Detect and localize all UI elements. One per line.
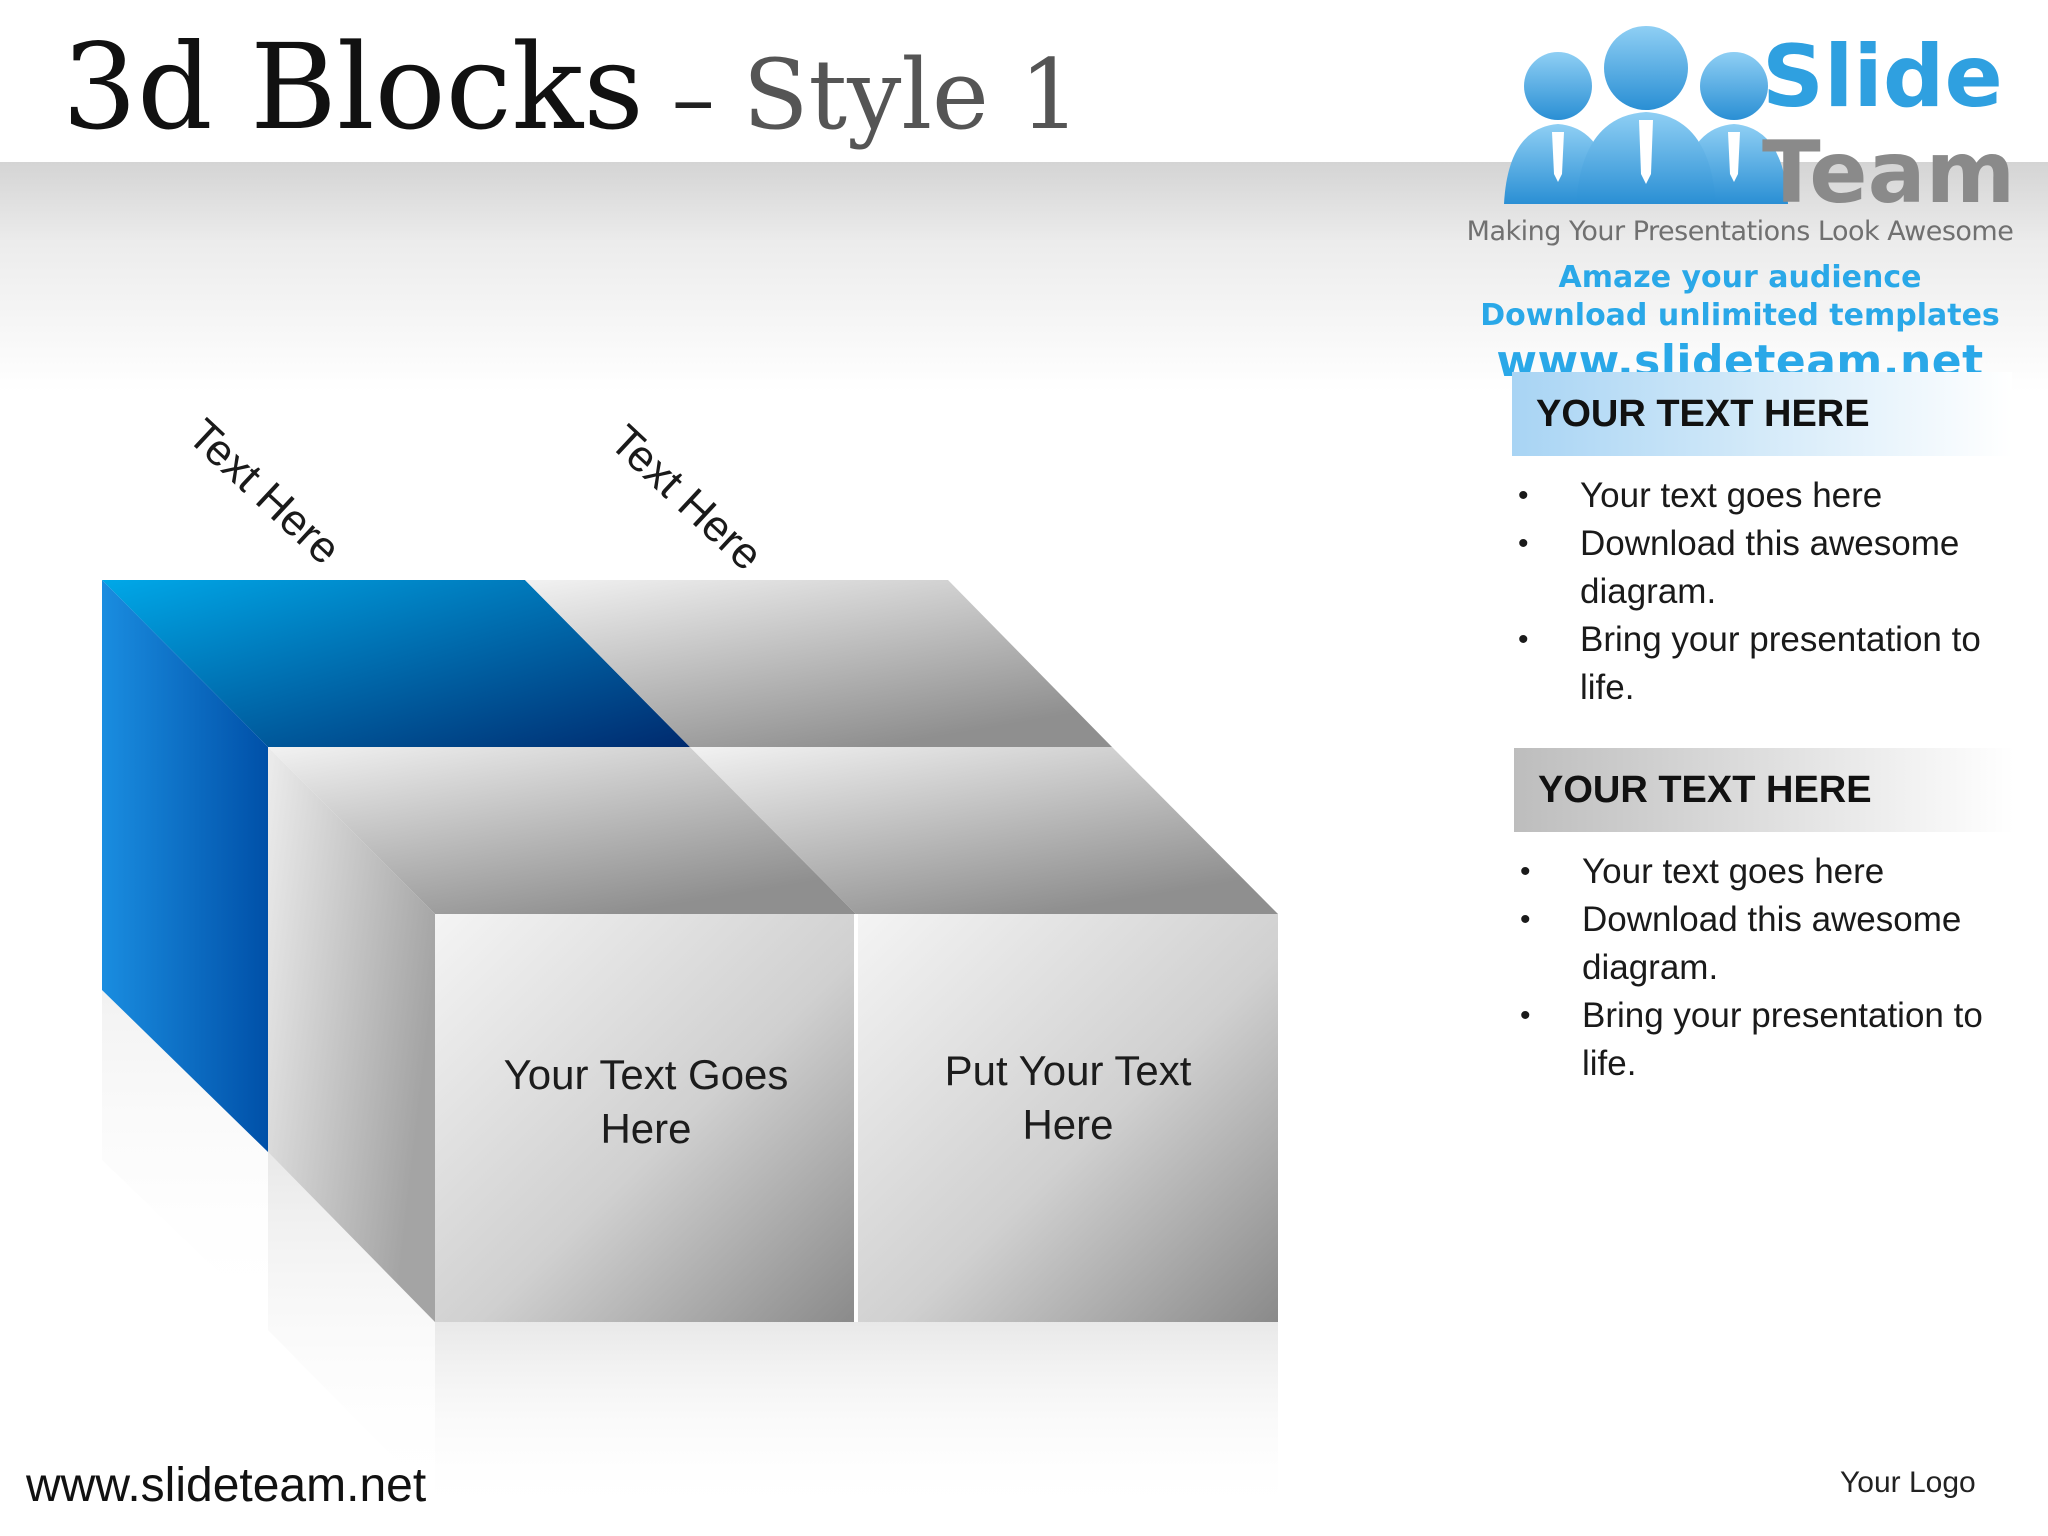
list-item-text: Bring your presentation to life. — [1580, 620, 1981, 707]
block-front-left-side — [268, 747, 435, 1322]
list-item-text: Your text goes here — [1582, 852, 1885, 891]
block-front-left-top — [268, 747, 856, 914]
panel-1-list: • Your text goes here • Download this awes… — [1512, 472, 2032, 712]
blocks-diagram: Text Here Text Here Your Text Goes Here … — [102, 410, 1278, 1515]
bullet-icon: • — [1518, 527, 1529, 560]
promo-line-2: Download unlimited templates — [1480, 298, 2000, 333]
block-back-right-top — [525, 580, 1112, 747]
list-item-text: Bring your presentation to life. — [1582, 996, 1983, 1083]
panel-2-header: YOUR TEXT HERE — [1514, 748, 2014, 832]
bullet-icon: • — [1518, 479, 1529, 512]
footer-url[interactable]: www.slideteam.net — [26, 1459, 427, 1512]
block-front-right-face — [856, 914, 1278, 1322]
front-right-line2: Here — [1022, 1101, 1114, 1148]
title-dash: – — [671, 49, 715, 149]
bullet-icon: • — [1520, 903, 1531, 936]
title-subtitle: Style 1 — [742, 39, 1081, 151]
floor-reflection — [435, 1322, 1278, 1515]
slideteam-logo: Slide Team Making Your Presentations Loo… — [1460, 18, 2020, 387]
logo-placeholder: Your Logo — [1840, 1466, 1976, 1499]
bullet-icon: • — [1518, 623, 1529, 656]
slide-title: 3d Blocks–Style 1 — [62, 28, 1080, 146]
front-left-text: Your Text Goes Here — [456, 1048, 836, 1156]
list-item: • Your text goes here — [1512, 472, 2032, 520]
title-main: 3d Blocks — [62, 18, 644, 156]
bullet-icon: • — [1520, 999, 1531, 1032]
logo-word-team: Team — [1762, 123, 2016, 223]
panel-2-list: • Your text goes here • Download this awes… — [1514, 848, 2034, 1088]
text-panel-1: YOUR TEXT HERE • Your text goes here • Dow… — [1512, 372, 2032, 712]
list-item-text: Download this awesome diagram. — [1582, 900, 1962, 987]
list-item: • Download this awesome diagram. — [1512, 520, 2032, 616]
logo-tagline: Making Your Presentations Look Awesome — [1466, 216, 2014, 247]
front-right-line1: Put Your Text — [944, 1047, 1192, 1094]
block-front-right-top — [690, 747, 1278, 914]
list-item: • Bring your presentation to life. — [1512, 616, 2032, 712]
text-panel-2: YOUR TEXT HERE • Your text goes here • Dow… — [1514, 748, 2034, 1088]
side-reflection — [268, 1152, 435, 1500]
front-left-line1: Your Text Goes — [503, 1051, 789, 1098]
logo-word-slide: Slide — [1762, 27, 2003, 127]
block-front-left-face — [435, 914, 856, 1322]
list-item: • Bring your presentation to life. — [1514, 992, 2034, 1088]
panel-1-header: YOUR TEXT HERE — [1512, 372, 2012, 456]
front-left-line2: Here — [600, 1105, 692, 1152]
list-item: • Download this awesome diagram. — [1514, 896, 2034, 992]
promo-line-1: Amaze your audience — [1558, 260, 1922, 295]
list-item: • Your text goes here — [1514, 848, 2034, 896]
list-item-text: Download this awesome diagram. — [1580, 524, 1960, 611]
bullet-icon: • — [1520, 855, 1531, 888]
blue-block-side — [102, 580, 268, 1152]
blue-block-top — [102, 580, 690, 747]
blocks-graphic — [102, 580, 1278, 1515]
front-right-text: Put Your Text Here — [878, 1044, 1258, 1152]
list-item-text: Your text goes here — [1580, 476, 1883, 515]
people-icon — [1504, 26, 1788, 204]
blue-reflection — [102, 990, 268, 1320]
